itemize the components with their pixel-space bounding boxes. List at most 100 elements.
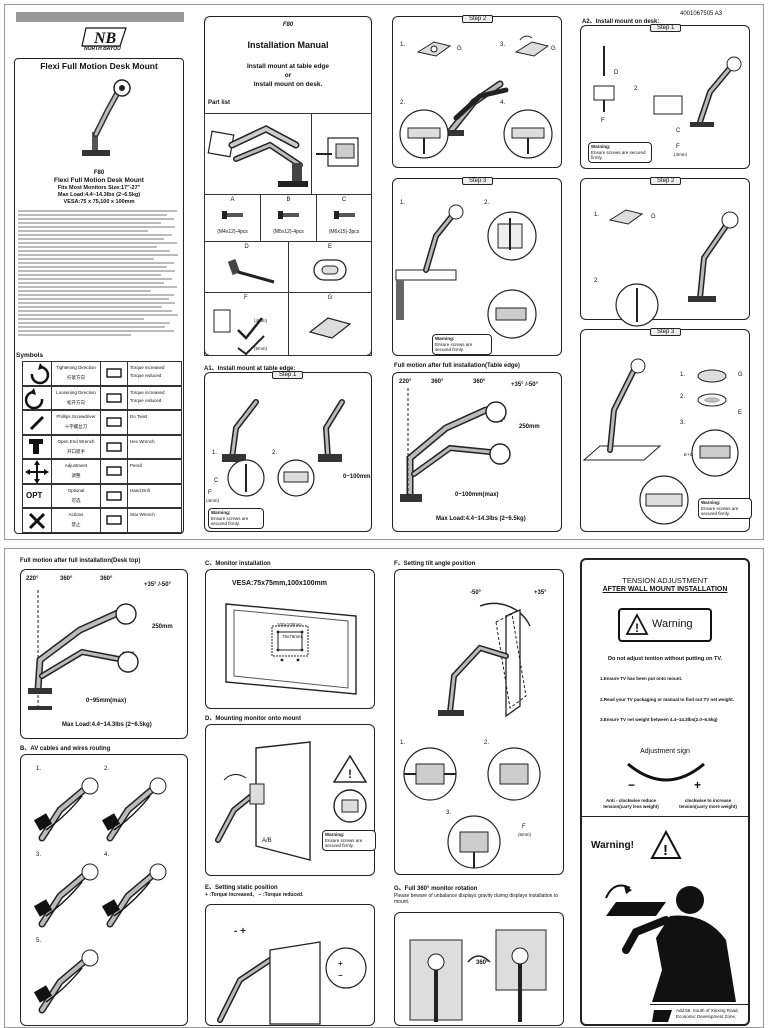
part-list-title: Part list [208,100,231,106]
symbol-right-en1: Star Wrench [130,512,155,517]
part-desc: (4mm) [254,318,267,323]
b-panel [20,754,188,1026]
symbol-icon-cell [22,410,52,435]
f-5mm: (5mm) [518,832,531,837]
step2-g1: G [457,46,462,52]
f-num1: 1. [400,740,406,746]
warning-title: Warning: [211,510,231,515]
address-box [650,1004,748,1025]
section-a2: A2、Install mount on desk: [582,19,660,25]
symbol-right-en1: Torque increased [130,365,165,370]
person-silhouette-icon [605,884,736,1002]
a2-num2: 2. [634,86,640,92]
symbol-right-icon [106,368,122,378]
product-max-load: Max Load:4.4~14.3lbs (2~6.5kg) [57,192,141,198]
step2-num3: 3. [500,42,506,48]
cable-step-number: 1. [36,766,42,772]
warning-title: Warning: [701,500,721,505]
section-e: E、Setting static position [205,885,278,891]
tension-subtitle: AFTER WALL MOUNT INSTALLATION [602,586,728,593]
desk-tilt: +35° /-50° [144,582,171,588]
a2-label-4mm: (4mm) [674,152,687,157]
symbol-left-cn: 松开方向 [67,399,85,405]
symbol-left-cn: 调整 [71,473,81,478]
step2-arm-illustration [442,80,509,136]
step3-tag: Step 3 [462,177,494,185]
symbol-right-icon [106,392,122,403]
symbol-right-en1: Hand Drill [130,487,150,493]
warning-body: Ensure screws are secured firmly. [325,837,363,849]
clamp-part-illustration [316,137,359,167]
product-vesa: VESA:75 x 75,100 x 100mm [63,199,135,205]
motion-360b: 360° [473,379,486,385]
d-warning: Warning: Ensure screws are secured firml… [322,830,376,851]
section-a1: A1、Install mount at table edge: [204,366,296,372]
section-d: D、Mounting monitor onto mount [205,716,301,722]
cover-title: Flexi Full Motion Desk Mount [40,61,158,71]
symbol-right-en1: Hex Wrench [130,438,155,444]
screw-icon [278,211,299,219]
step3-num1: 1. [400,200,406,206]
tilt-detail-3 [447,815,501,869]
a2-label-f2: F [676,144,680,150]
part-letter: C [341,197,347,203]
a2-step3-tag: Step 3 [650,328,682,336]
section-full-table: Full motion after full installation(Tabl… [394,363,520,369]
c-v75: 75x75mm [282,634,302,639]
monitor-back-illustration [225,603,357,695]
part-letter: D [244,244,249,250]
f-neg: -50° [470,590,482,596]
step2-num1: 1. [400,42,406,48]
part-desc: (M4x12)-4pcs [217,229,248,235]
a2s2-num2: 2. [594,278,600,284]
a2-label-f: F [601,118,605,124]
part-letter: E [327,244,332,250]
cable-step-illustration [33,777,99,842]
warning-body: Ensure screws are secured firmly. [701,505,739,517]
a1-label-c: C [214,478,219,484]
a1-arm-right [318,399,345,462]
plate-e-icon [313,259,347,281]
warning-body: Ensure screws are secured firmly. [435,341,473,353]
a2s2-g: G [651,214,656,220]
symbol-icon-cell [100,483,128,508]
part-desc: (M6x15)-3pcs [328,229,360,235]
step3-arm-illustration [395,204,464,320]
a2s3-warning: Warning: Ensure screws are secured firml… [698,498,752,519]
warning-title: Warning: [325,832,345,837]
a2s2-num1: 1. [594,212,600,218]
symbol-left-en: Optional [67,487,85,493]
symbol-icon-cell [100,459,128,484]
symbol-right-en2: Torque reduced [130,373,162,378]
f-num3: 3. [446,810,452,816]
rotation-illustration [409,929,547,1022]
tension-item-3: 3.Ensure TV net weight between 4.4~14.3l… [600,717,718,722]
warning-triangle-icon-2: ! [650,829,682,859]
cable-step-number: 5. [36,938,42,944]
a2-label-d: D [614,70,619,76]
a2s3-detail-circle-1 [691,429,739,477]
a2-step2-tag: Step 2 [650,177,682,185]
symbol-right-icon [106,441,122,452]
svg-text:!: ! [635,621,639,635]
loosen-arrow-icon [24,387,44,409]
symbols-title: Symbols [16,352,44,359]
a1-detail-circle-1 [227,459,265,497]
warning-title: Warning: [591,144,611,149]
a2s2-pad-g [608,209,644,225]
symbol-right-en1: Torque increased [130,389,165,395]
a1-num1: 1. [212,450,218,456]
a2-label-c: C [676,128,681,134]
warning-title: Warning: [435,336,455,341]
brand-name: NORTH BAYOU [84,46,121,52]
f-label-f: F [522,824,526,830]
symbol-left-cn: 开口扳手 [67,448,85,454]
step2-num4: 4. [500,100,506,106]
e-torque: + :Torque increased、 − :Torque reduced. [205,892,304,898]
a2s2-detail-circle [615,283,659,327]
screwdriver-icon [29,415,45,431]
model-number: F80 [93,170,105,176]
a2-desk-arm [653,56,742,127]
symbol-icon-cell [22,508,52,533]
a2-step1-tag: Step 1 [650,24,682,32]
